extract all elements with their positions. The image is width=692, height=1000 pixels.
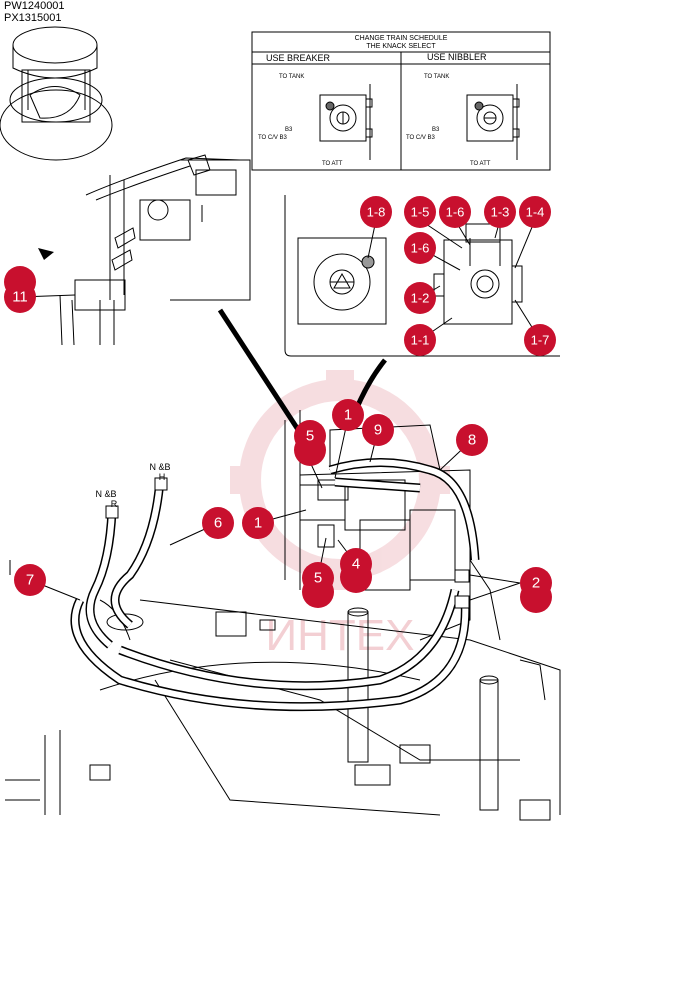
- callout-1-6-mid: 1-6: [404, 232, 436, 264]
- callout-4: 4: [340, 548, 372, 593]
- svg-text:1-5: 1-5: [411, 205, 430, 220]
- svg-text:8: 8: [468, 432, 476, 449]
- callout-5-top: 5: [294, 420, 326, 466]
- svg-text:6: 6: [214, 515, 222, 532]
- detail-callouts: 1-8 1-5 1-6 1-3 1-4 1-6 1-2 1-1 1-7: [360, 196, 556, 356]
- hose-label-nbh-1: N &B: [149, 462, 170, 472]
- nibbler-valve-icon: [466, 84, 520, 160]
- svg-text:9: 9: [374, 422, 382, 439]
- callout-1-5: 1-5: [404, 196, 436, 228]
- svg-text:1-6: 1-6: [446, 205, 465, 220]
- callout-1-1: 1-1: [404, 324, 436, 356]
- ref-code-2: PX1315001: [4, 12, 62, 24]
- schedule-box: CHANGE TRAIN SCHEDULE THE KNACK SELECT U…: [251, 31, 551, 171]
- callout-11: 11: [4, 266, 36, 313]
- svg-text:5: 5: [314, 570, 322, 587]
- schedule-heading-nibbler: USE NIBBLER: [427, 52, 487, 62]
- callout-1-2: 1-2: [404, 282, 436, 314]
- callout-5-bottom: 5: [302, 562, 334, 608]
- svg-text:1-8: 1-8: [367, 205, 386, 220]
- svg-text:1-6: 1-6: [411, 241, 430, 256]
- watermark-text: ИНТЕХ: [266, 611, 415, 660]
- breaker-to-att: TO ATT: [322, 161, 343, 167]
- svg-text:1-4: 1-4: [526, 205, 545, 220]
- svg-text:2: 2: [532, 575, 540, 592]
- callout-1-top: 1: [332, 399, 364, 431]
- nibbler-to-cv: TO C/V B3: [406, 135, 436, 141]
- svg-text:1-1: 1-1: [411, 333, 430, 348]
- callout-7: 7: [14, 564, 46, 596]
- svg-text:1-2: 1-2: [411, 291, 430, 306]
- callout-9: 9: [362, 414, 394, 446]
- callout-1-7: 1-7: [524, 324, 556, 356]
- hydraulic-hoses: [70, 458, 480, 712]
- pointer-line-1: [217, 308, 313, 450]
- valve-detail: [284, 195, 560, 357]
- hose-label-nbr-1: N &B: [95, 489, 116, 499]
- svg-text:1-7: 1-7: [531, 333, 550, 348]
- main-callouts: 11 1 5 9 8 6 1 7 5 4 2: [4, 266, 552, 613]
- breaker-to-cv: TO C/V B3: [258, 135, 288, 141]
- breaker-to-tank: TO TANK: [279, 74, 304, 80]
- svg-text:4: 4: [352, 556, 360, 573]
- callout-1-mid: 1: [242, 507, 274, 539]
- svg-text:11: 11: [12, 289, 28, 306]
- hose-label-nbr-2: R: [111, 499, 118, 509]
- svg-text:1-3: 1-3: [491, 205, 510, 220]
- callout-6: 6: [202, 507, 234, 539]
- svg-text:1: 1: [254, 515, 262, 532]
- svg-text:7: 7: [26, 572, 34, 589]
- control-valve-sketch: [59, 154, 251, 346]
- nibbler-to-att: TO ATT: [470, 161, 491, 167]
- nibbler-to-tank: TO TANK: [424, 74, 449, 80]
- breaker-valve-icon: [319, 84, 373, 160]
- callout-8: 8: [456, 424, 488, 456]
- callout-1-8: 1-8: [360, 196, 392, 228]
- callout-2: 2: [520, 567, 552, 613]
- callout-1-6-top: 1-6: [439, 196, 471, 228]
- schedule-title-1: CHANGE TRAIN SCHEDULE: [355, 35, 448, 42]
- schedule-title-2: THE KNACK SELECT: [366, 43, 436, 50]
- svg-text:5: 5: [306, 428, 314, 445]
- direction-arrow-icon: [38, 248, 54, 260]
- nibbler-b3: B3: [432, 127, 440, 133]
- svg-text:1: 1: [344, 407, 352, 424]
- hose-label-nbh-2: H: [159, 472, 166, 482]
- schedule-heading-breaker: USE BREAKER: [266, 53, 331, 63]
- breaker-b3: B3: [285, 127, 293, 133]
- callout-1-4: 1-4: [519, 196, 551, 228]
- ref-code-1: PW1240001: [4, 0, 65, 12]
- callout-1-3: 1-3: [484, 196, 516, 228]
- cab-inset-sketch: [0, 26, 113, 161]
